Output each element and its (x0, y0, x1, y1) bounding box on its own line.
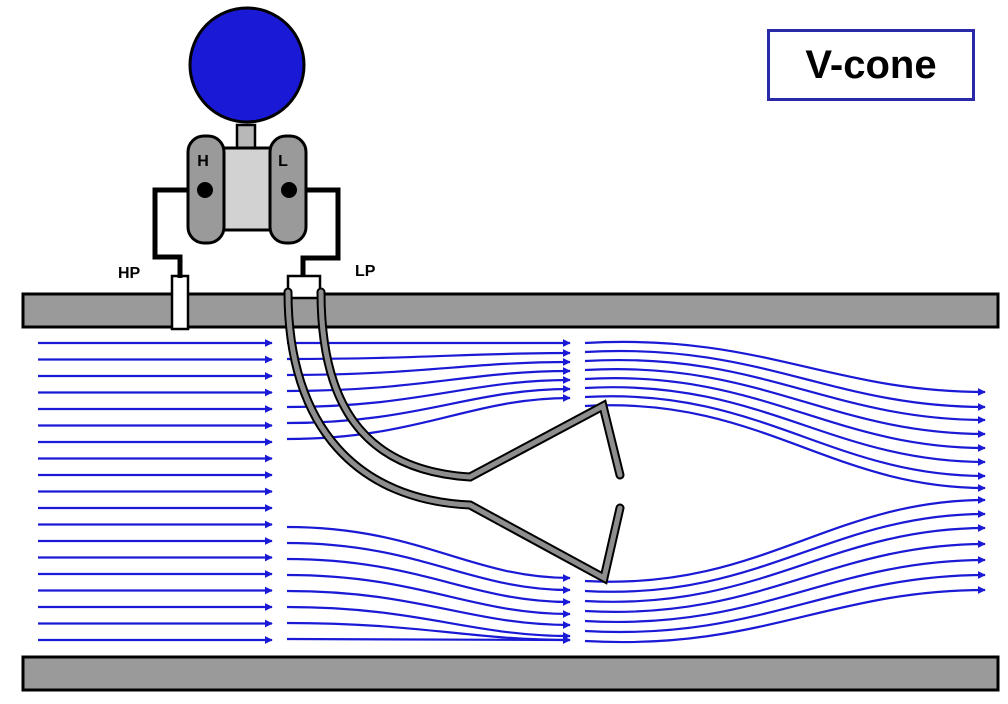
flow-arrow (286, 636, 571, 644)
v-cone-element (283, 287, 625, 585)
flow-arrow (286, 605, 571, 640)
title-box: V-cone (767, 29, 975, 101)
flow-arrow (584, 524, 986, 603)
high-pressure-tap (170, 274, 190, 331)
high-pressure-impulse-line (152, 187, 205, 278)
flow-arrow (584, 386, 986, 466)
low-side-label: L (278, 153, 288, 170)
flow-arrow (584, 510, 986, 593)
flow-arrow (584, 540, 986, 613)
hp-label: HP (118, 265, 141, 282)
low-port-dot (281, 182, 297, 198)
flow-arrow (286, 621, 571, 644)
flow-arrow (584, 571, 986, 634)
lower-pipe-wall (21, 655, 1000, 692)
flow-arrow (286, 394, 571, 441)
flow-arrow (584, 496, 986, 583)
flow-arrow (584, 358, 986, 424)
flow-arrow (286, 525, 571, 582)
high-side-label: H (197, 153, 209, 170)
flow-arrow (584, 395, 986, 480)
flow-arrow (584, 377, 986, 452)
flow-arrow (286, 376, 571, 409)
gauge-head-icon (188, 6, 306, 124)
flow-lines (38, 339, 986, 644)
flow-arrow (584, 349, 986, 411)
flow-arrow (584, 556, 986, 623)
flow-arrow (584, 586, 986, 644)
high-port-dot (197, 182, 213, 198)
flow-arrow (286, 589, 571, 629)
flow-arrow (286, 557, 571, 606)
low-pressure-tap (286, 274, 322, 300)
low-pressure-impulse-line (289, 187, 341, 278)
transmitter-body (219, 146, 275, 232)
flow-arrow (584, 404, 986, 492)
diagram-title: V-cone (805, 42, 937, 87)
flow-arrow (584, 340, 986, 396)
flow-arrow (584, 368, 986, 438)
lp-label: LP (355, 263, 376, 280)
upper-pipe-wall (21, 292, 1000, 329)
flow-arrow (286, 573, 571, 618)
flow-arrow (286, 349, 571, 361)
flow-arrow (286, 541, 571, 594)
flow-arrow (286, 385, 571, 425)
